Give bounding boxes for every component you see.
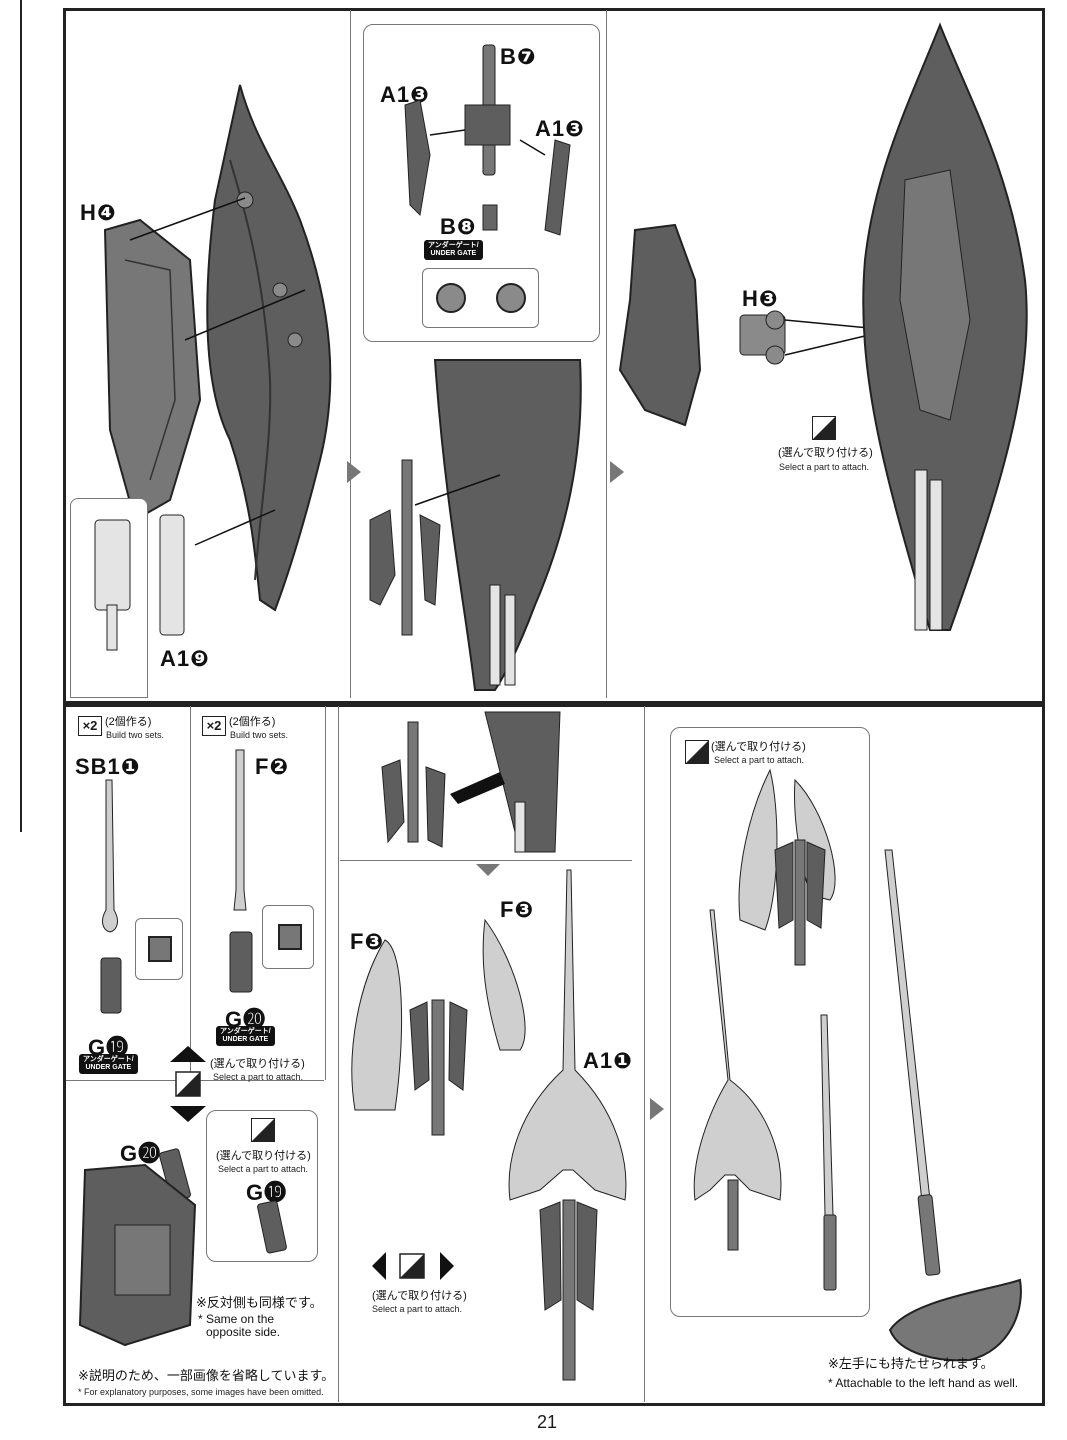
bottom-divider-a (190, 706, 191, 1080)
build-two-jp-left: (2個作る) (105, 716, 152, 728)
label-a11: A1❶ (583, 1048, 633, 1073)
step-arrow-2 (610, 461, 624, 483)
shield-h4-illustration (103, 84, 332, 612)
select-attach-en-right: Select a part to attach. (714, 755, 805, 765)
under-gate-jp: アンダーゲート/ (428, 242, 479, 249)
sb1-gate-detail (135, 918, 183, 980)
label-f3-right: F❸ (500, 897, 535, 922)
step-arrow-3 (650, 1098, 664, 1120)
omit-note-jp: ※説明のため、一部画像を省略しています。 (78, 1368, 335, 1383)
bottom-divider-b (325, 706, 326, 1080)
f2-beam-illustration (229, 749, 253, 993)
arm-socket-illustration (78, 1148, 197, 1347)
select-attach-en-g19: Select a part to attach. (218, 1164, 309, 1174)
build-two-en-right: Build two sets. (230, 730, 289, 740)
same-side-note-en1: * Same on the (198, 1312, 275, 1326)
under-gate-badge-top: アンダーゲート/ UNDER GATE (424, 240, 483, 260)
under-gate-en: UNDER GATE (222, 1036, 269, 1043)
adjacent-page-edge (0, 0, 22, 832)
forearm-illustration (618, 223, 702, 427)
select-attach-jp-g19: (選んで取り付ける) (216, 1150, 311, 1162)
gate-detail-box (422, 268, 539, 328)
same-side-note-jp: ※反対側も同様です。 (196, 1295, 323, 1310)
label-b7: B❼ (500, 44, 537, 69)
a19-part-illustration (94, 509, 276, 651)
f3-blades-illustration (351, 918, 526, 1136)
build-two-icon-left: ×2 (78, 716, 102, 736)
label-h4: H❹ (80, 200, 117, 225)
g19-part-illustration (257, 1200, 287, 1254)
sb1-gate-square (148, 936, 172, 962)
page-number: 21 (537, 1412, 558, 1432)
left-hand-note-jp: ※左手にも持たせられます。 (828, 1356, 994, 1371)
select-attach-en-mid: Select a part to attach. (372, 1304, 463, 1314)
left-hand-note-en: * Attachable to the left hand as well. (828, 1376, 1019, 1390)
f2-gate-detail (262, 905, 314, 969)
same-side-note-en2: opposite side. (206, 1325, 281, 1339)
h3-joint-illustration (739, 310, 891, 365)
select-attach-lr-icon (372, 1252, 454, 1280)
label-g20-bottom: G⓴ (120, 1141, 162, 1166)
under-gate-en: UNDER GATE (85, 1064, 132, 1071)
gate-circle-left (436, 283, 466, 313)
under-gate-badge-g20: アンダーゲート/ UNDER GATE (216, 1026, 275, 1046)
top-panel (63, 8, 1045, 704)
under-gate-badge-g19: アンダーゲート/ UNDER GATE (79, 1054, 138, 1074)
select-attach-jp-right: (選んで取り付ける) (711, 741, 806, 753)
f2-gate-square (278, 924, 302, 950)
bottom-panel (63, 704, 1045, 1406)
top-divider-1 (350, 10, 351, 698)
build-two-jp-right: (2個作る) (229, 716, 276, 728)
axe-option-illustration (738, 768, 836, 966)
build-two-icon-right: ×2 (202, 716, 226, 736)
under-gate-jp: アンダーゲート/ (83, 1056, 134, 1063)
top-divider-2 (606, 10, 607, 698)
label-f2: F❷ (255, 754, 290, 779)
shield-assembled-illustration (862, 22, 1028, 631)
under-gate-en: UNDER GATE (430, 250, 477, 257)
label-h3: H❸ (742, 286, 779, 311)
bottom-divider-d (644, 706, 645, 1402)
label-sb11: SB1❶ (75, 754, 141, 779)
label-g19-box: G⓳ (246, 1180, 288, 1205)
step-arrow-1 (347, 461, 361, 483)
select-attach-jp-top: (選んで取り付ける) (778, 447, 873, 459)
spear-option-illustration (693, 909, 782, 1251)
label-a13-right: A1❸ (535, 116, 585, 141)
sb1-beam-illustration (100, 779, 122, 1014)
handle-assembly-illustration (404, 44, 571, 236)
shield-handle-illustration (369, 359, 582, 691)
select-attach-en-top: Select a part to attach. (779, 462, 870, 472)
hand-beam-illustration (884, 849, 1022, 1362)
label-f3-left: F❸ (350, 929, 385, 954)
beam-saber-option-illustration (820, 1014, 837, 1291)
bottom-hline-mid (340, 860, 632, 861)
remove-handle-illustration (381, 711, 561, 853)
omit-note-en: * For explanatory purposes, some images … (78, 1387, 324, 1397)
select-attach-jp-left: (選んで取り付ける) (210, 1058, 305, 1070)
gate-circle-right (496, 283, 526, 313)
bottom-divider-c (338, 706, 339, 1402)
label-b8: B❽ (440, 214, 477, 239)
select-attach-en-left: Select a part to attach. (213, 1072, 304, 1082)
label-a19: A1❾ (160, 646, 210, 671)
swap-arrows-icon (170, 1046, 206, 1122)
build-two-en-left: Build two sets. (106, 730, 165, 740)
select-attach-jp-mid: (選んで取り付ける) (372, 1290, 467, 1302)
step-arrow-down (476, 864, 500, 876)
select-attach-icon-g19 (251, 1118, 275, 1142)
a11-effect-illustration (508, 869, 627, 1381)
select-attach-icon-top (812, 416, 836, 440)
under-gate-jp: アンダーゲート/ (220, 1028, 271, 1035)
select-attach-icon-right (685, 740, 709, 764)
